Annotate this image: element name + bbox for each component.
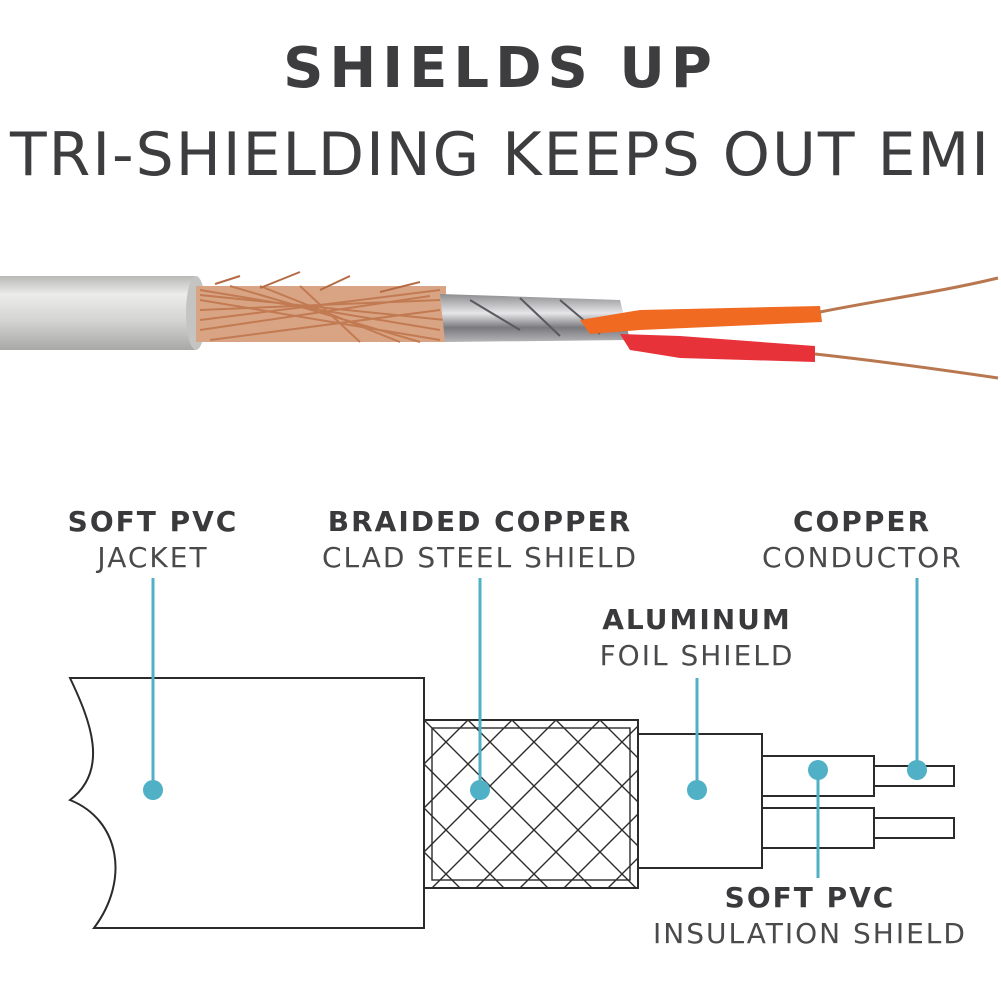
label-jacket-normal: JACKET — [97, 541, 209, 574]
label-conductor-bold: COPPER — [792, 505, 932, 538]
diagram-braid — [423, 719, 639, 889]
label-conductor-normal: CONDUCTOR — [762, 541, 963, 574]
leader-dot-braid — [470, 780, 490, 800]
leader-dot-foil — [687, 780, 707, 800]
label-braid-bold: BRAIDED COPPER — [327, 505, 633, 538]
label-jacket-bold: SOFT PVC — [67, 505, 239, 538]
photo-conductors — [580, 276, 999, 380]
label-insulation-normal: INSULATION SHIELD — [653, 917, 967, 950]
leader-dot-insulation — [808, 760, 828, 780]
label-insulation-bold: SOFT PVC — [724, 881, 896, 914]
page-subtitle: TRI-SHIELDING KEEPS OUT EMI — [9, 120, 991, 190]
diagram-jacket — [67, 677, 425, 929]
label-braid: BRAIDED COPPER CLAD STEEL SHIELD — [320, 508, 640, 572]
photo-braid — [196, 271, 446, 343]
label-foil-bold: ALUMINUM — [602, 603, 792, 636]
label-foil-normal: FOIL SHIELD — [599, 639, 795, 672]
photo-foil — [440, 294, 630, 342]
page-title: SHIELDS UP — [283, 36, 718, 101]
diagram-foil — [637, 733, 763, 869]
label-braid-normal: CLAD STEEL SHIELD — [321, 541, 639, 574]
label-conductor: COPPER CONDUCTOR — [762, 508, 962, 572]
label-insulation: SOFT PVC INSULATION SHIELD — [650, 884, 970, 948]
label-jacket: SOFT PVC JACKET — [53, 508, 253, 572]
leader-dot-jacket — [143, 780, 163, 800]
leader-dot-conductor — [907, 760, 927, 780]
label-foil: ALUMINUM FOIL SHIELD — [592, 606, 802, 670]
diagram-conductor-bottom — [873, 817, 955, 839]
